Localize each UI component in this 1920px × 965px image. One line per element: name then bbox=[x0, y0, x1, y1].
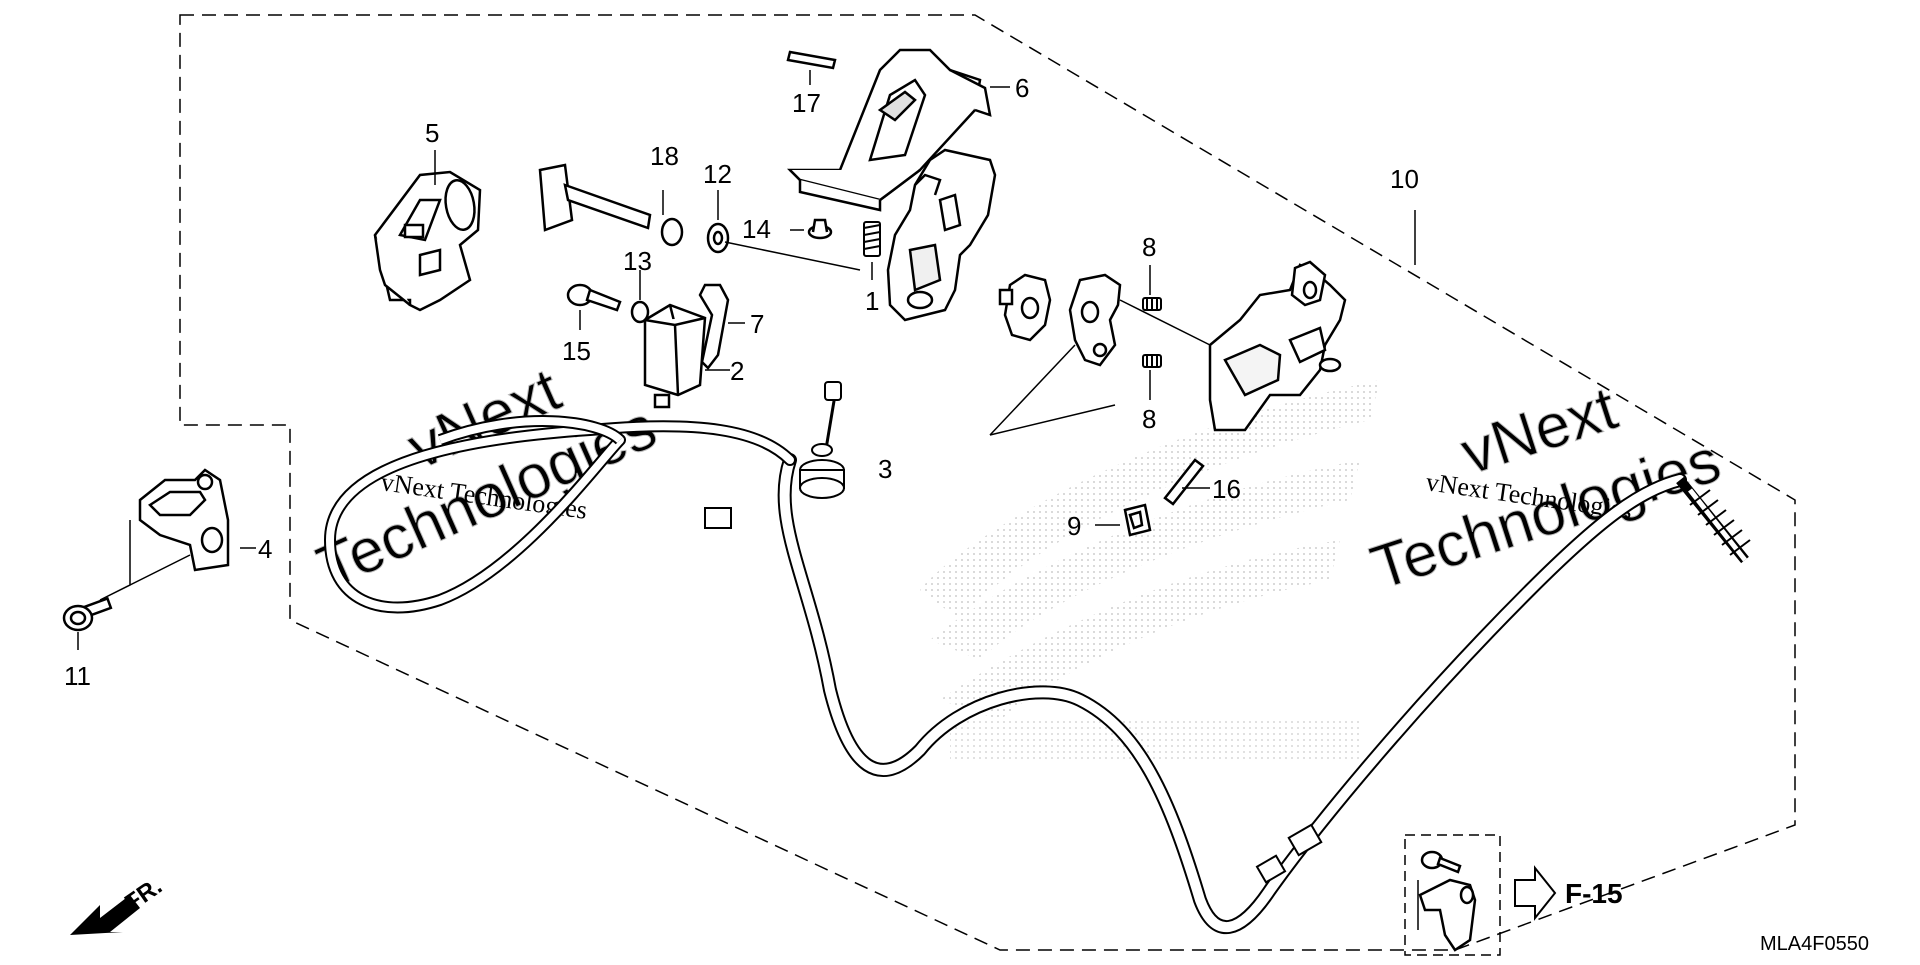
assembly-boundary bbox=[179, 14, 1796, 951]
cable-assembly bbox=[323, 415, 1751, 934]
cam-disc bbox=[1068, 273, 1122, 367]
callout-10[interactable]: 10 bbox=[1390, 164, 1419, 194]
reference-arrow-icon bbox=[1514, 865, 1557, 921]
callout-8a[interactable]: 8 bbox=[1142, 232, 1156, 262]
spring-part1 bbox=[863, 221, 881, 280]
callout-7[interactable]: 7 bbox=[750, 309, 764, 339]
diagram-code: MLA4F0550 bbox=[1760, 933, 1869, 955]
spring-part8-lower bbox=[1142, 354, 1162, 400]
rotor-disc bbox=[998, 273, 1052, 342]
pin-part17 bbox=[786, 50, 837, 85]
pin-part16 bbox=[1163, 458, 1210, 506]
bracket-part4 bbox=[138, 468, 230, 572]
subassembly-bracket bbox=[1417, 850, 1477, 952]
callout-3[interactable]: 3 bbox=[878, 454, 892, 484]
callout-14[interactable]: 14 bbox=[742, 214, 771, 244]
callout-15[interactable]: 15 bbox=[562, 336, 591, 366]
leader-lines-cam bbox=[989, 299, 1211, 436]
subassembly-box bbox=[1404, 834, 1501, 956]
callout-12[interactable]: 12 bbox=[703, 159, 732, 189]
callout-16[interactable]: 16 bbox=[1212, 474, 1241, 504]
reference-label[interactable]: F-15 bbox=[1565, 878, 1623, 909]
nut-part14 bbox=[790, 218, 833, 240]
callout-4[interactable]: 4 bbox=[258, 534, 272, 564]
callout-13[interactable]: 13 bbox=[623, 246, 652, 276]
lock-housing-part10 bbox=[1208, 260, 1347, 432]
brand-emblem-watermark bbox=[920, 380, 1380, 760]
callout-9[interactable]: 9 bbox=[1067, 511, 1081, 541]
callout-17[interactable]: 17 bbox=[792, 88, 821, 118]
callout-11[interactable]: 11 bbox=[64, 661, 91, 691]
clip-part9 bbox=[1095, 503, 1152, 537]
cable-adjuster-part3 bbox=[799, 381, 845, 499]
lever-cover-part6 bbox=[786, 48, 1010, 212]
spring-clip-part7 bbox=[698, 283, 745, 370]
callout-5[interactable]: 5 bbox=[425, 118, 439, 148]
bolt-part11 bbox=[62, 596, 113, 650]
front-direction: FR. bbox=[70, 873, 167, 935]
cover-part5 bbox=[373, 150, 482, 312]
callout-18[interactable]: 18 bbox=[650, 141, 679, 171]
bolt-part15 bbox=[566, 270, 650, 330]
callout-1[interactable]: 1 bbox=[865, 286, 879, 316]
reference-arrow[interactable]: F-15 bbox=[1514, 865, 1623, 921]
lever-housing-part1 bbox=[886, 148, 997, 322]
callouts: 1 2 3 4 5 6 7 8 8 9 10 11 12 13 14 15 16… bbox=[64, 73, 1419, 691]
spring-part8-upper bbox=[1142, 265, 1162, 311]
callout-8b[interactable]: 8 bbox=[1142, 404, 1156, 434]
callout-6[interactable]: 6 bbox=[1015, 73, 1029, 103]
leader-lines-part4 bbox=[99, 520, 256, 601]
front-arrow-icon bbox=[70, 895, 140, 935]
pin-lever-part18-12 bbox=[538, 163, 861, 271]
callout-2[interactable]: 2 bbox=[730, 356, 744, 386]
switch-part2 bbox=[643, 303, 730, 409]
